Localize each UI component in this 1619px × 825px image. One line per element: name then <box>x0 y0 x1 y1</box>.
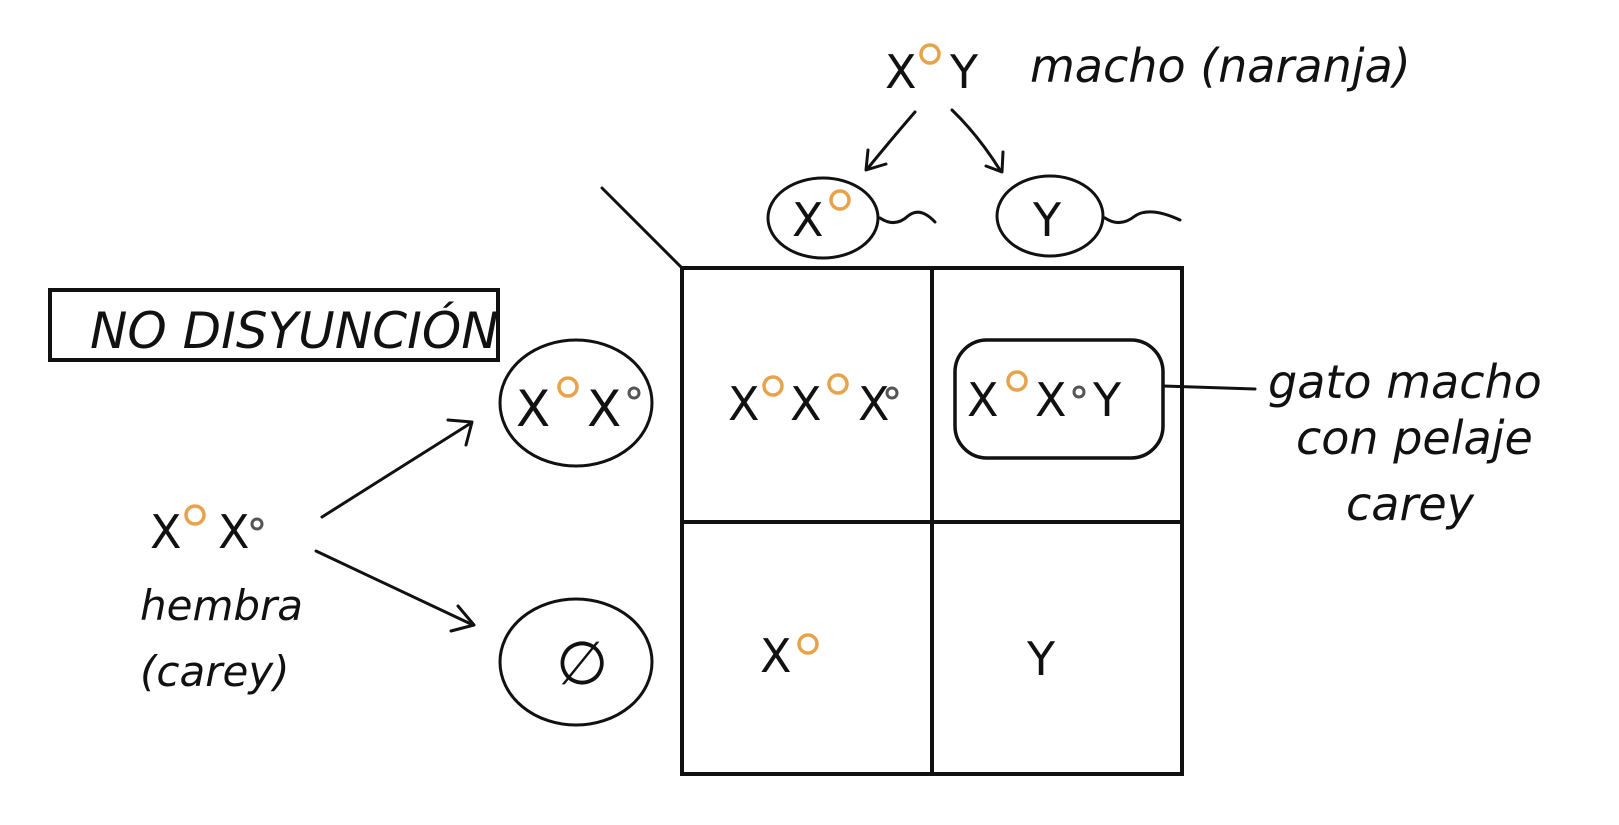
female-gamete-xx-letter-2: X <box>587 380 621 438</box>
cell-r0c0-orange-allele-1 <box>762 375 784 397</box>
arrow-female-to-xx <box>320 421 473 519</box>
arrow-female-to-empty <box>314 549 475 627</box>
cell-r0c0-black-allele <box>885 386 899 400</box>
female-gamete-xx-letter-1: X <box>516 380 550 438</box>
grid-corner-diagonal <box>600 186 684 270</box>
title-label: NO DISYUNCIÓN <box>90 301 499 360</box>
female-x2-black-allele <box>250 517 264 531</box>
arrow-male-to-x-head <box>864 148 888 172</box>
male-x-letter: X <box>885 45 917 99</box>
arrow-female-to-xx-head <box>446 418 474 447</box>
female-gamete-empty-symbol: ∅ <box>556 629 608 699</box>
arrow-male-to-x <box>866 110 917 170</box>
male-gamete-x-tail <box>878 210 937 224</box>
male-x-orange-allele <box>919 43 941 65</box>
female-label-line-2: (carey) <box>140 647 290 696</box>
male-gamete-x-letter: X <box>792 193 824 247</box>
cell-r0c1-letter-2: X <box>1035 373 1067 427</box>
annotation-line-1: gato macho <box>1268 355 1542 409</box>
male-gamete-y-tail <box>1103 210 1182 224</box>
cell-r0c0-orange-allele-2 <box>827 373 849 395</box>
cell-r0c1-letter-3: Y <box>1092 373 1122 427</box>
female-x1-orange-allele <box>184 504 206 526</box>
cell-r0c1-orange-allele <box>1006 370 1028 392</box>
cell-r0c0-letter-3: X <box>858 377 890 431</box>
cell-r0c1-black-allele <box>1072 385 1086 399</box>
punnett-cell-r1-c1: Y <box>1026 632 1056 686</box>
female-gamete-empty-cell <box>498 597 654 727</box>
arrow-male-to-y-head <box>984 150 1005 174</box>
punnett-cell-r0-c1: X X Y <box>953 338 1165 460</box>
male-gamete-x-orange-allele <box>829 189 851 211</box>
annotation-connector <box>1161 384 1257 391</box>
cell-r1c0-orange-allele <box>797 633 819 655</box>
female-gamete-xx-orange-allele <box>557 376 579 398</box>
male-gamete-y-cell <box>995 174 1105 258</box>
female-gamete-xx-cell <box>498 338 654 468</box>
arrow-female-to-empty-head <box>449 604 476 633</box>
cell-r1c1-letter-1: Y <box>1026 632 1056 686</box>
male-gamete-y-letter: Y <box>1032 193 1062 247</box>
male-y-letter: Y <box>949 45 979 99</box>
male-gamete-x-cell <box>766 176 880 260</box>
female-x1-letter: X <box>150 505 182 559</box>
title-box <box>48 288 500 362</box>
punnett-cell-r1-c0: X <box>760 629 819 683</box>
male-genotype: X Y <box>885 43 979 99</box>
arrow-male-to-y <box>950 108 1002 172</box>
cell-r1c0-letter-1: X <box>760 629 792 683</box>
annotation-line-3: carey <box>1346 477 1475 531</box>
annotation-line-2: con pelaje <box>1296 411 1533 465</box>
cell-r0c1-highlight-outline <box>953 338 1165 460</box>
female-genotype: X X <box>150 504 264 559</box>
cell-r0c0-letter-1: X <box>728 377 760 431</box>
female-gamete-xx-black-allele <box>627 386 641 400</box>
female-label-line-1: hembra <box>140 581 303 630</box>
male-label: macho (naranja) <box>1030 39 1411 93</box>
female-x2-letter: X <box>218 505 250 559</box>
cell-r0c1-letter-1: X <box>967 373 999 427</box>
cell-r0c0-letter-2: X <box>790 377 822 431</box>
punnett-cell-r0-c0: X X X <box>728 373 899 431</box>
